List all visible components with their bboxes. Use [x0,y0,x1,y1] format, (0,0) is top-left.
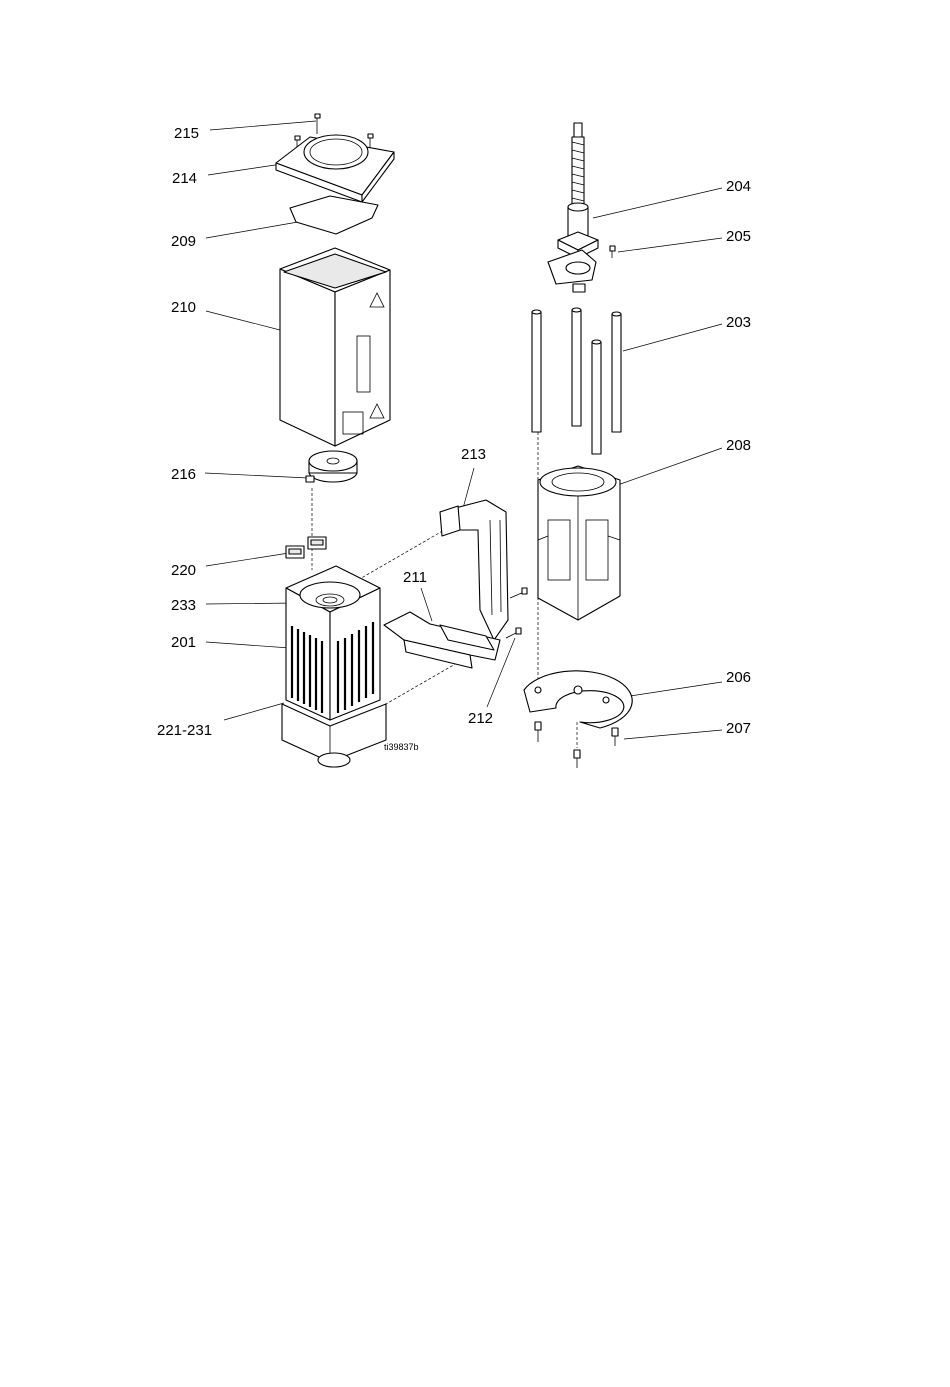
nut-205 [548,246,615,292]
callout-220: 220 [171,562,196,579]
encoder-216 [306,451,357,482]
callout-233: 233 [171,597,196,614]
screws-212 [506,588,527,638]
callout-213: 213 [461,446,486,463]
screws-207 [535,722,618,768]
lead-screw-204 [558,123,598,258]
callout-215: 215 [174,125,199,142]
callout-203: 203 [726,314,751,331]
base-plate-206 [524,671,632,728]
bracket-213 [440,500,508,640]
callout-214: 214 [172,170,197,187]
connectors-220 [286,537,326,558]
top-cover-214 [276,135,394,202]
callout-216: 216 [171,466,196,483]
gasket-209 [290,196,378,234]
figure-id: ti39837b [384,742,419,752]
bracket-211 [384,612,500,668]
housing-208 [538,466,620,620]
tie-rods-203 [532,308,621,454]
callout-206: 206 [726,669,751,686]
callout-201: 201 [171,634,196,651]
callout-221-231: 221-231 [157,722,212,739]
callout-208: 208 [726,437,751,454]
callout-210: 210 [171,299,196,316]
callout-204: 204 [726,178,751,195]
callout-209: 209 [171,233,196,250]
callout-207: 207 [726,720,751,737]
callout-211: 211 [403,569,427,586]
callout-212: 212 [468,710,493,727]
motor-201 [282,566,386,767]
callout-205: 205 [726,228,751,245]
shroud-210 [280,248,390,446]
